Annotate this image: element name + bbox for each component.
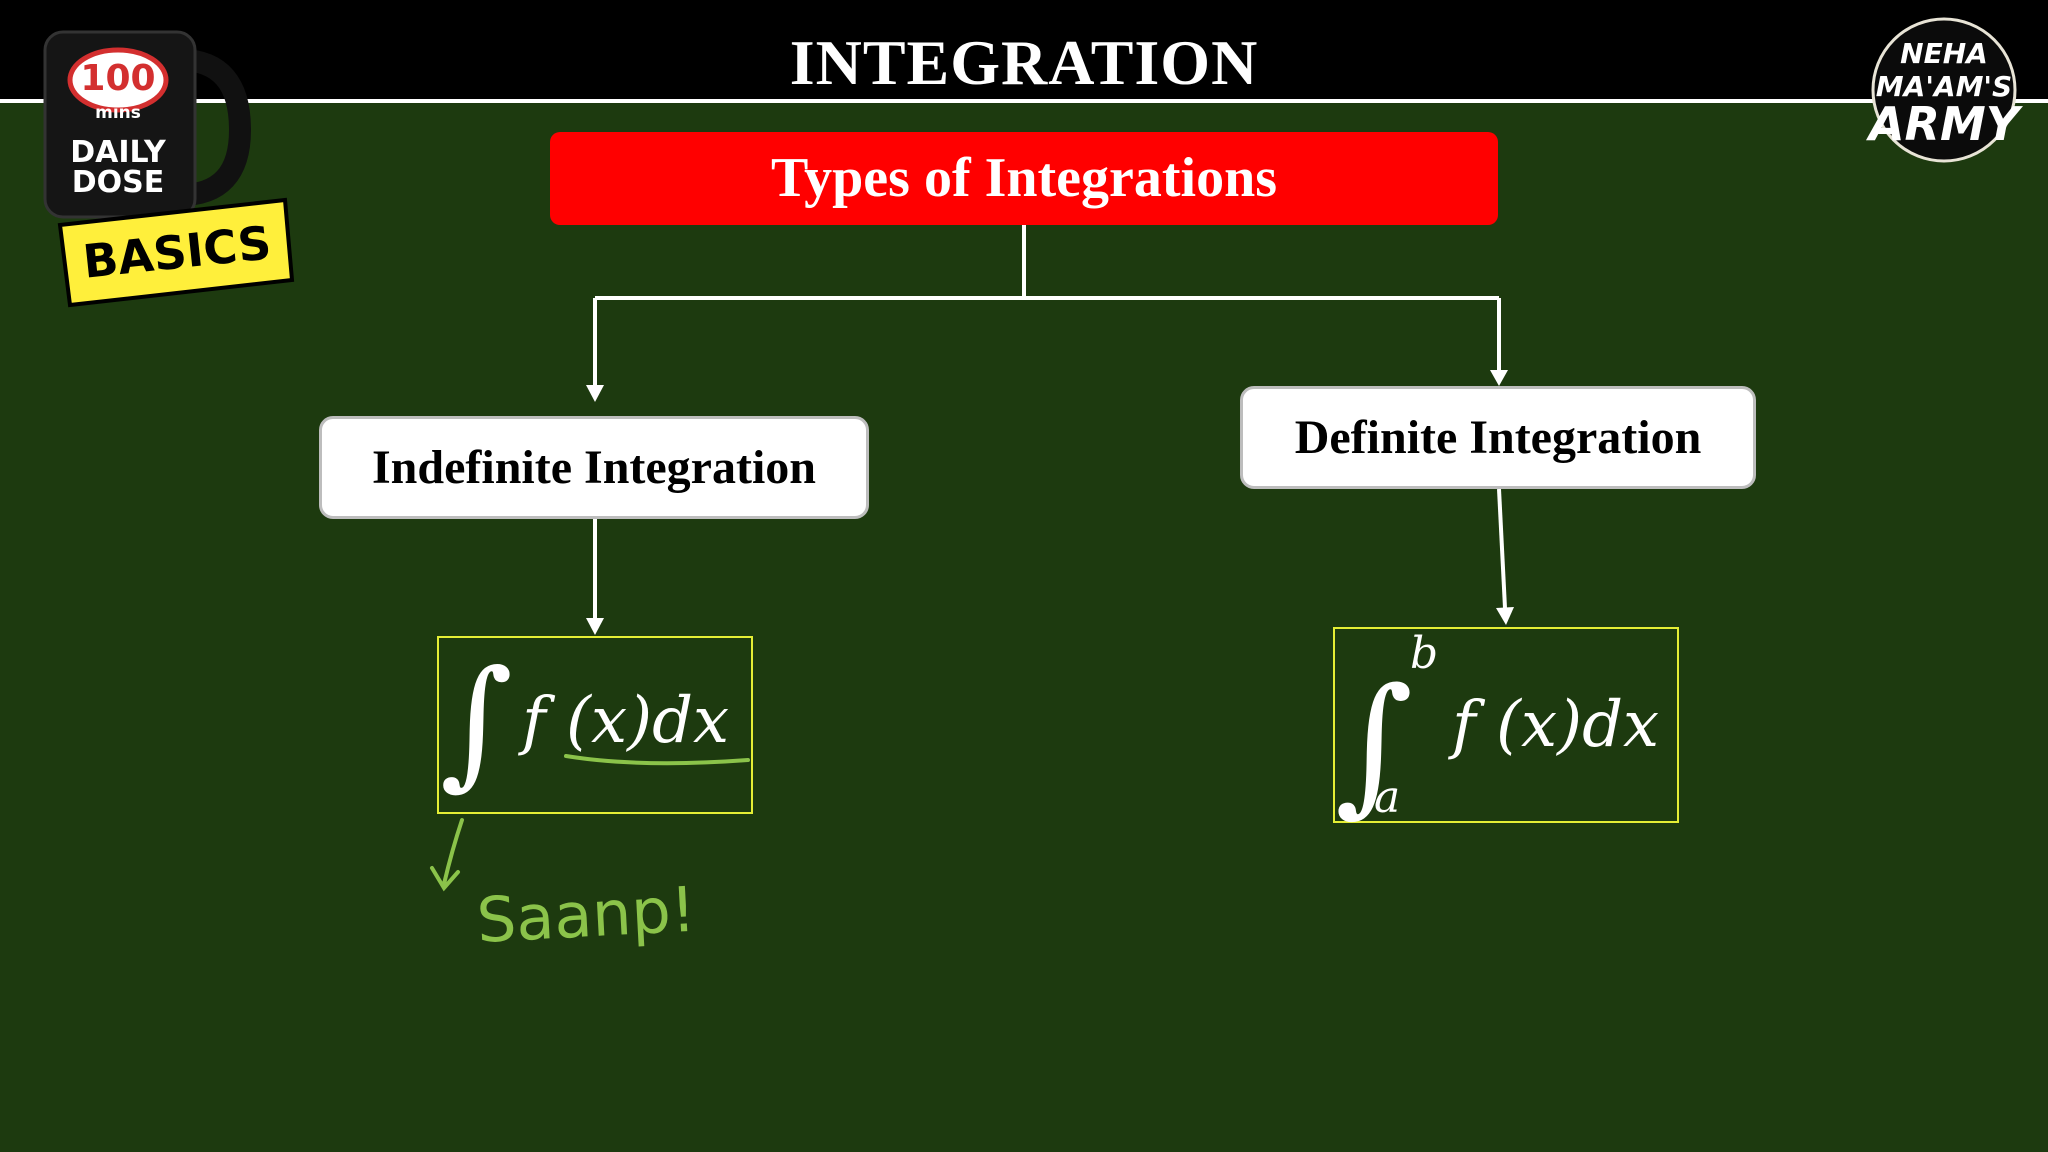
dose-text: DOSE xyxy=(72,165,165,200)
indefinite-formula-box xyxy=(437,636,753,814)
header-bar: INTEGRATION xyxy=(0,0,2048,103)
left-arrowhead xyxy=(586,385,604,402)
upper-limit: b xyxy=(1410,628,1438,679)
right-arrowhead xyxy=(1490,370,1508,386)
right-formula-arrow xyxy=(1497,488,1507,609)
integral-sign: ∫ xyxy=(440,641,513,804)
indefinite-integrand: f (x)dx xyxy=(518,684,729,758)
unit-text: mins xyxy=(95,103,141,123)
definite-integral-sign: ∫ xyxy=(1335,657,1413,831)
basics-ribbon xyxy=(57,197,295,308)
page-title: INTEGRATION xyxy=(789,27,1259,98)
annotation-text: Saanp! xyxy=(475,873,697,957)
daily-text: DAILY xyxy=(70,135,167,170)
definite-formula-box xyxy=(1333,627,1679,823)
underline-scribble xyxy=(564,754,750,766)
types-of-integrations-box: Types of Integrations xyxy=(550,132,1498,225)
indefinite-integration-box: Indefinite Integration xyxy=(319,416,869,519)
count-badge xyxy=(67,47,169,113)
lower-limit: a xyxy=(1374,772,1400,823)
right-formula-arrowhead xyxy=(1496,607,1514,625)
left-formula-arrowhead xyxy=(586,618,604,635)
definite-integrand: f (x)dx xyxy=(1448,688,1659,762)
count-text: 100 xyxy=(80,58,155,99)
mug-handle xyxy=(179,49,252,206)
daily-dose-logo: 100 mins DAILY DOSE BASICS xyxy=(43,30,295,308)
definite-integration-box: Definite Integration xyxy=(1240,386,1756,489)
annotation-arrow xyxy=(430,818,464,892)
